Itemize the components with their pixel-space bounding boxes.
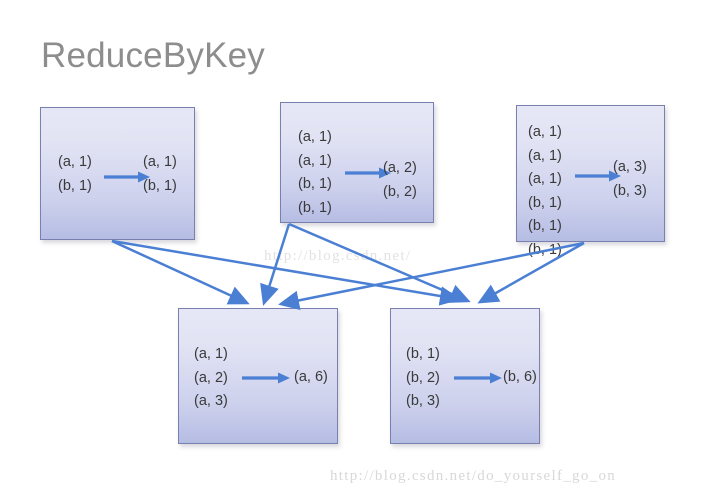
list-item: (a, 1) <box>528 124 562 140</box>
shuffle-arrow-p1-b <box>111 239 461 306</box>
list-item: (a, 1) <box>143 154 177 170</box>
shuffle-arrow-p3-a <box>278 241 585 311</box>
list-item: (b, 1) <box>143 177 177 194</box>
partition-2-output: (a, 2) (b, 2) <box>383 157 417 204</box>
shuffle-arrow-p2-a <box>260 223 291 306</box>
reduce-arrow-1 <box>104 171 150 183</box>
list-item: (b, 2) <box>406 369 440 386</box>
list-item: (b, 1) <box>58 177 92 194</box>
reduce-arrow-2 <box>345 167 391 179</box>
list-item: (a, 6) <box>294 369 328 385</box>
list-item: (b, 3) <box>406 393 440 409</box>
list-item: (a, 1) <box>298 152 332 169</box>
partition-box-1: (a, 1) (b, 1) (a, 1) (b, 1) <box>40 107 195 240</box>
reduce-arrow-3 <box>575 170 621 182</box>
list-item: (a, 1) <box>298 129 332 145</box>
partition-1-input: (a, 1) (b, 1) <box>58 151 92 198</box>
list-item: (b, 1) <box>298 176 332 192</box>
result-box-a: (a, 1) (a, 2) (a, 3) (a, 6) <box>178 308 338 444</box>
list-item: (a, 3) <box>613 159 647 175</box>
list-item: (b, 1) <box>298 199 332 216</box>
reduce-arrow-result-a <box>242 372 290 384</box>
partition-box-2: (a, 1) (a, 1) (b, 1) (b, 1) (a, 2) (b, 2… <box>280 102 434 223</box>
partition-3-output: (a, 3) (b, 3) <box>613 156 647 203</box>
list-item: (a, 1) <box>528 147 562 164</box>
watermark-bottom: http://blog.csdn.net/do_yourself_go_on <box>330 468 617 484</box>
list-item: (b, 1) <box>406 346 440 362</box>
result-b-output: (b, 6) <box>503 366 537 390</box>
list-item: (a, 1) <box>58 154 92 170</box>
result-b-input: (b, 1) (b, 2) (b, 3) <box>406 343 440 414</box>
result-a-input: (a, 1) (a, 2) (a, 3) <box>194 343 228 414</box>
list-item: (b, 1) <box>528 194 562 211</box>
list-item: (a, 2) <box>194 369 228 386</box>
shuffle-arrow-p2-b <box>288 222 471 303</box>
list-item: (b, 2) <box>383 183 417 200</box>
list-item: (b, 3) <box>613 182 647 199</box>
list-item: (a, 1) <box>528 171 562 187</box>
shuffle-arrow-p3-b <box>477 241 585 304</box>
list-item: (b, 6) <box>503 369 537 385</box>
list-item: (a, 2) <box>383 160 417 176</box>
partition-3-input: (a, 1) (a, 1) (a, 1) (b, 1) (b, 1) (b, 1… <box>528 121 562 262</box>
result-box-b: (b, 1) (b, 2) (b, 3) (b, 6) <box>390 308 540 444</box>
result-a-output: (a, 6) <box>294 366 328 390</box>
reduce-arrow-result-b <box>454 372 502 384</box>
page-title: ReduceByKey <box>41 36 265 75</box>
shuffle-arrow-p1-a <box>111 239 250 305</box>
list-item: (a, 3) <box>194 393 228 409</box>
list-item: (b, 1) <box>528 218 562 234</box>
partition-2-input: (a, 1) (a, 1) (b, 1) (b, 1) <box>298 126 332 220</box>
list-item: (a, 1) <box>194 346 228 362</box>
partition-box-3: (a, 1) (a, 1) (a, 1) (b, 1) (b, 1) (b, 1… <box>516 105 665 258</box>
partition-1-output: (a, 1) (b, 1) <box>143 151 177 198</box>
